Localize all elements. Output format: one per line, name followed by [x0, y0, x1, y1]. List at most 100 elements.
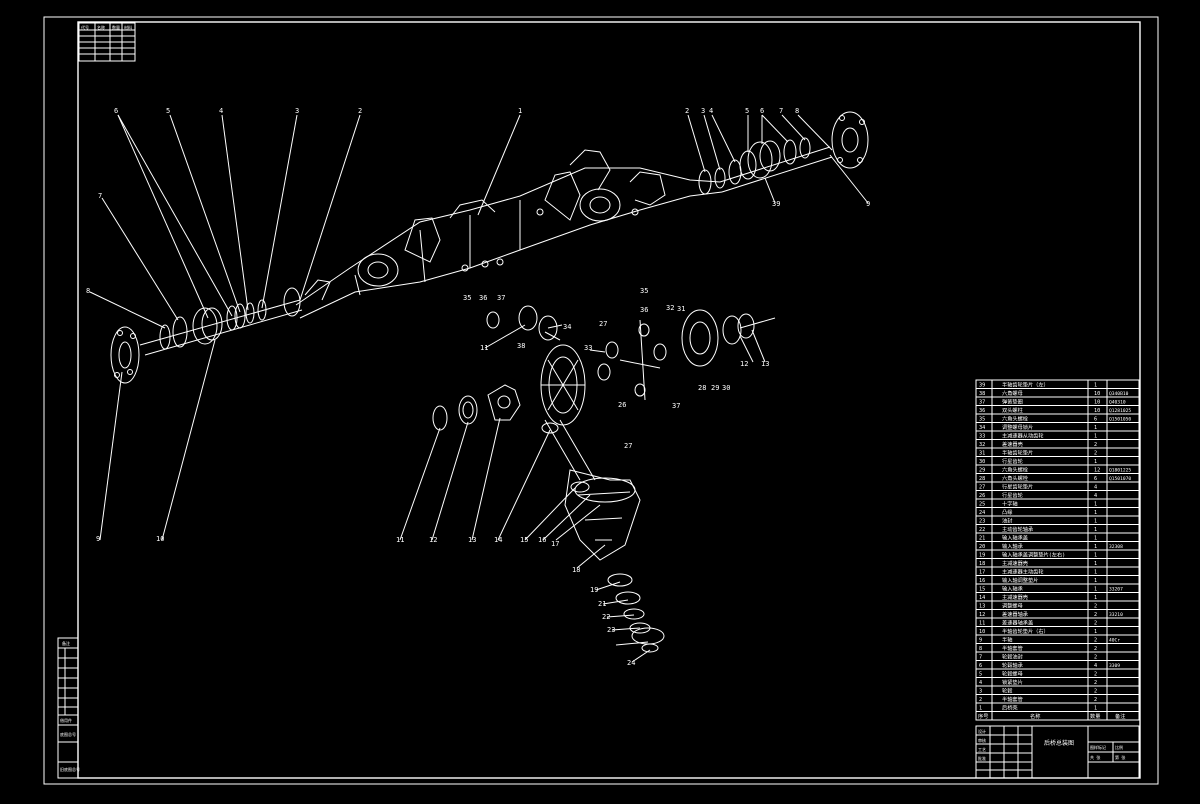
- title-label-1: 设计: [978, 728, 986, 734]
- parts-row-qty: 2: [1094, 638, 1097, 644]
- parts-row-no: 9: [979, 638, 982, 644]
- callout-11: 11: [396, 536, 404, 544]
- left-strip-label-1: 备注: [62, 640, 70, 646]
- callout-35: 35: [463, 294, 471, 302]
- parts-row-name: 六角头螺栓: [1002, 474, 1029, 482]
- parts-row-name: 轮毂螺母: [1002, 670, 1023, 678]
- parts-row-qty: 1: [1094, 553, 1097, 559]
- callout-4: 4: [219, 107, 223, 115]
- title-small-1: 图样标记: [1090, 744, 1106, 750]
- parts-row-name: 双头螺柱: [1002, 406, 1023, 414]
- callout-5: 5: [166, 107, 170, 115]
- callout-26: 26: [618, 401, 626, 409]
- parts-row-no: 29: [979, 468, 985, 474]
- callout-27b: 27: [599, 320, 607, 328]
- parts-row-qty: 1: [1094, 434, 1097, 440]
- parts-row-spec: 33210: [1109, 612, 1123, 618]
- parts-row-qty: 1: [1094, 383, 1097, 389]
- parts-row-name: 半轴齿轮垫片: [1002, 449, 1033, 457]
- tl-label-1: 代号: [81, 24, 89, 30]
- parts-row-no: 8: [979, 646, 982, 652]
- parts-row-name: 轮毂: [1002, 687, 1012, 695]
- parts-row-name: 行星齿轮: [1002, 457, 1023, 465]
- parts-row-no: 32: [979, 442, 985, 448]
- parts-row-qty: 4: [1094, 485, 1097, 491]
- drawing-title: 后桥总装图: [1044, 739, 1074, 747]
- title-small-2: 比例: [1115, 744, 1123, 750]
- parts-row-spec: Q1501070: [1109, 476, 1131, 482]
- callout-r6: 6: [760, 107, 764, 115]
- parts-row-spec: Q1281025: [1109, 408, 1131, 414]
- parts-row-no: 20: [979, 544, 985, 550]
- parts-row-qty: 1: [1094, 459, 1097, 465]
- parts-row-name: 半轴齿轮垫片（右）: [1002, 627, 1049, 635]
- axle-housing: [110, 111, 869, 384]
- parts-row-no: 34: [979, 425, 985, 431]
- parts-row-name: 轮毂油封: [1002, 653, 1023, 661]
- parts-row-spec: Q1801225: [1109, 468, 1131, 474]
- callout-3: 3: [295, 107, 299, 115]
- parts-header-qty: 数量: [1090, 712, 1100, 720]
- callout-30: 30: [722, 384, 730, 392]
- left-strip-label-3: 底图总号: [60, 731, 76, 737]
- callout-29: 29: [711, 384, 719, 392]
- callout-35b: 35: [640, 287, 648, 295]
- parts-header-spec: 备注: [1115, 712, 1125, 720]
- parts-row-no: 3: [979, 689, 982, 695]
- final-drive: [432, 305, 776, 653]
- parts-row-qty: 1: [1094, 544, 1097, 550]
- parts-row-qty: 2: [1094, 697, 1097, 703]
- callout-33: 33: [584, 344, 592, 352]
- parts-row-qty: 1: [1094, 425, 1097, 431]
- parts-row-qty: 2: [1094, 689, 1097, 695]
- parts-row-spec: 32308: [1109, 544, 1123, 550]
- callout-1: 1: [518, 107, 522, 115]
- callout-14: 14: [494, 536, 502, 544]
- parts-row-no: 23: [979, 519, 985, 525]
- title-label-3: 工艺: [978, 747, 986, 752]
- parts-row-qty: 12: [1094, 468, 1100, 474]
- inner-frame: [77, 21, 1141, 779]
- parts-row-spec: 40Cr: [1109, 638, 1120, 644]
- parts-row-no: 27: [979, 485, 985, 491]
- parts-row-name: 六角螺母: [1002, 389, 1023, 397]
- parts-row-qty: 1: [1094, 595, 1097, 601]
- callout-27: 27: [624, 442, 632, 450]
- callout-36b: 36: [640, 306, 648, 314]
- parts-row-qty: 2: [1094, 680, 1097, 686]
- parts-row-name: 弹簧垫圈: [1002, 398, 1023, 406]
- parts-row-name: 行星齿轮: [1002, 491, 1023, 499]
- callout-37: 37: [497, 294, 505, 302]
- parts-row-name: 输入轴调整垫片: [1002, 576, 1038, 584]
- parts-row-name: 输入轴承盖调整垫片(左右): [1002, 551, 1065, 559]
- parts-row-no: 38: [979, 391, 985, 397]
- left-strip: 备注 借用件 底图总号 旧底图总号: [57, 637, 80, 779]
- parts-row-name: 主减速器壳: [1002, 559, 1028, 567]
- parts-row-qty: 4: [1094, 663, 1097, 669]
- callouts: 1 2 3 4 5 6 7 8 9 10 2 3 4 5 6 7 8 9 39 …: [86, 107, 870, 667]
- callout-r7: 7: [779, 107, 783, 115]
- parts-row-name: 差速器轴承盖: [1002, 619, 1033, 627]
- parts-row-qty: 1: [1094, 578, 1097, 584]
- parts-row-qty: 1: [1094, 706, 1097, 712]
- callout-r5: 5: [745, 107, 749, 115]
- parts-row-name: 主减速器从动齿轮: [1002, 432, 1044, 440]
- parts-row-spec: Q1501050: [1109, 417, 1131, 423]
- parts-row-no: 12: [979, 612, 985, 618]
- parts-row-no: 36: [979, 408, 985, 414]
- callout-7: 7: [98, 192, 102, 200]
- parts-row-name: 凸缘: [1002, 508, 1012, 516]
- parts-row-qty: 1: [1094, 561, 1097, 567]
- parts-row-no: 11: [979, 621, 985, 627]
- parts-row-qty: 6: [1094, 476, 1097, 482]
- parts-row-spec: Q40310: [1109, 400, 1126, 406]
- callout-18: 18: [572, 566, 580, 574]
- parts-row-name: 调整螺母: [1002, 602, 1023, 610]
- parts-row-qty: 1: [1094, 536, 1097, 542]
- parts-row-name: 行星齿轮垫片: [1002, 483, 1033, 491]
- parts-row-qty: 4: [1094, 493, 1097, 499]
- tl-label-2: 名称: [97, 24, 105, 30]
- parts-row-name: 半轴套管: [1002, 644, 1023, 652]
- parts-row-no: 28: [979, 476, 985, 482]
